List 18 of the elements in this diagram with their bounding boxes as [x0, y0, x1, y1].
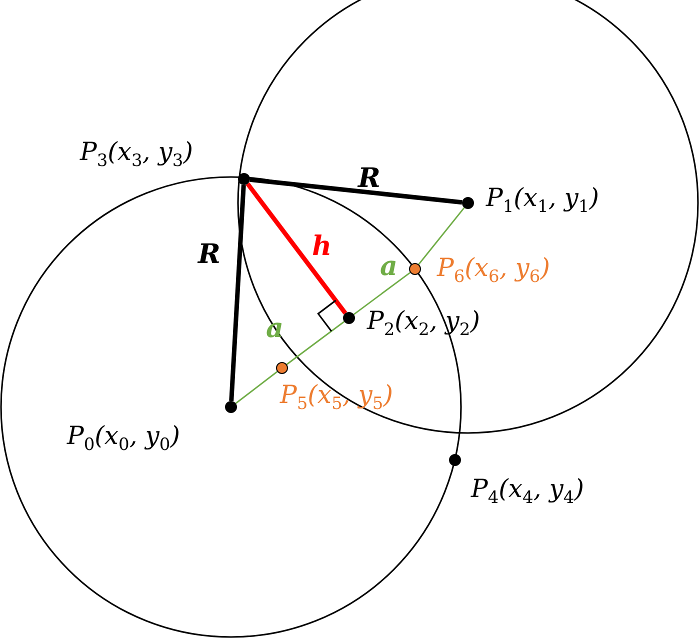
edge-label: h: [312, 232, 332, 262]
line-segment: [286, 320, 345, 366]
point-label: P$_{1}$(x$_{1}$, y$_{1}$): [486, 183, 599, 219]
line-segment: [229, 184, 246, 402]
point-label: P$_{0}$(x$_{0}$, y$_{0}$): [67, 421, 180, 457]
line-segment: [418, 207, 465, 265]
point-label: P$_{6}$(x$_{6}$, y$_{6}$): [437, 253, 550, 289]
edge-label: R: [358, 164, 380, 194]
point-label: P$_{2}$(x$_{2}$, y$_{2}$): [367, 306, 480, 342]
line-segment: [353, 272, 411, 316]
line-segment: [250, 177, 462, 205]
point-label: P$_{5}$(x$_{5}$, y$_{5}$): [280, 380, 393, 416]
line-segment: [246, 182, 348, 315]
edge-label: R: [198, 240, 220, 270]
point-label: P$_{4}$(x$_{4}$, y$_{4}$): [471, 474, 584, 510]
edge-label: a: [380, 252, 398, 282]
point-label: P$_{3}$(x$_{3}$, y$_{3}$): [80, 137, 193, 173]
line-segment: [235, 371, 278, 404]
